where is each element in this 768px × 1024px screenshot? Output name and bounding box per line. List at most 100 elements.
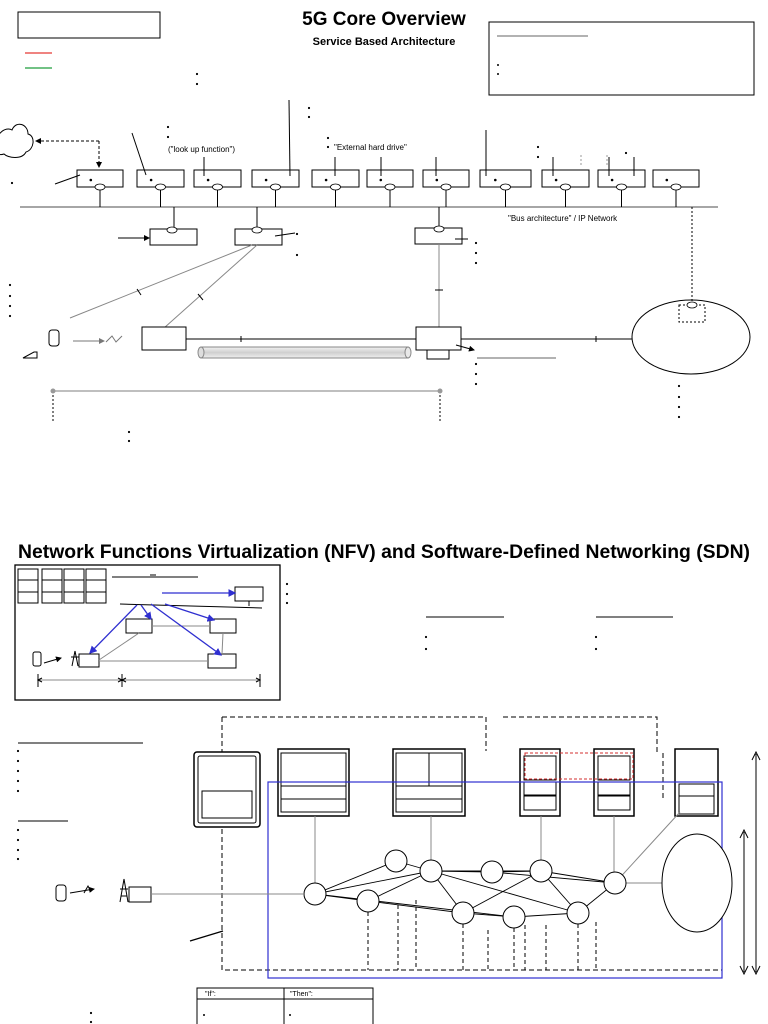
inset-server-rack: [41, 568, 63, 604]
dn-ellipse: [661, 833, 733, 933]
mesh-link: [367, 870, 432, 902]
bullet-dot: [677, 405, 681, 409]
control-plane-links: [69, 244, 440, 329]
inset-server-rack: [85, 568, 107, 604]
mesh-link: [430, 870, 579, 914]
section-nfv-sdn: Network Functions Virtualization (NFV) a…: [14, 541, 761, 1024]
upf-box: [415, 326, 462, 351]
page-subtitle: Service Based Architecture: [313, 36, 456, 48]
bullet-dot: [307, 106, 311, 110]
network-function-box: [422, 169, 470, 207]
bullet-dot: [285, 592, 289, 596]
bullet-dot: [16, 779, 20, 783]
inset-diagram: [14, 564, 281, 701]
bullet-dot: [8, 283, 12, 287]
uplink: [614, 811, 681, 884]
bullet-dot: [16, 749, 20, 753]
bullet-dot: [8, 304, 12, 308]
bullet-dot: [195, 82, 199, 86]
mesh-link: [314, 870, 432, 895]
bullet-dot: [424, 647, 428, 651]
bullet-dot: [285, 601, 289, 605]
network-function-box: [311, 169, 360, 207]
bullet-dot: [326, 136, 330, 140]
section-5g-core: 5G Core Overview Service Based Architect…: [0, 9, 755, 1024]
lookup-function-note: ("look up function"): [168, 145, 235, 154]
bullet-dot: [285, 582, 289, 586]
router-node: [603, 871, 627, 895]
bullet-dot: [127, 430, 131, 434]
bullet-dot: [16, 828, 20, 832]
inset-server-grid: [17, 568, 107, 604]
link-ticks: [136, 288, 597, 342]
bullet-dot: [127, 439, 131, 443]
router-node: [356, 889, 380, 913]
router-mesh: [303, 811, 681, 970]
bullet-dot: [474, 382, 478, 386]
data-network-ellipse: [631, 299, 751, 375]
network-function-box: [251, 169, 300, 207]
bullet-dot: [307, 115, 311, 119]
mesh-link: [462, 870, 542, 914]
network-function-box: [76, 169, 124, 207]
user-plane: [22, 207, 751, 375]
router-node: [384, 849, 408, 873]
bullet-dot: [10, 181, 14, 185]
router-node: [566, 901, 590, 925]
inset-server-rack: [17, 568, 39, 604]
bullet-dot: [16, 759, 20, 763]
network-function-box: [597, 169, 646, 207]
network-function-box: [193, 169, 242, 207]
bullet-dot: [16, 789, 20, 793]
page-title: 5G Core Overview: [302, 9, 466, 30]
bullet-dot: [677, 415, 681, 419]
user-device-icon: [48, 329, 60, 347]
bullet-dot: [677, 384, 681, 388]
bullet-dot: [474, 362, 478, 366]
bullet-dot: [536, 145, 540, 149]
bus-architecture-note: "Bus architecture" / IP Network: [508, 214, 618, 223]
mesh-link: [314, 893, 515, 918]
if-then-table: "If": "Then":: [196, 987, 374, 1024]
bullet-dot: [195, 72, 199, 76]
bullet-dot: [8, 294, 12, 298]
external-hard-drive-note: "External hard drive": [334, 143, 407, 152]
mesh-link: [314, 860, 397, 895]
network-function-box: [479, 169, 532, 207]
second-row-functions: [118, 207, 468, 246]
bullet-dot: [166, 135, 170, 139]
top-left-label-box: [17, 11, 161, 39]
table-then-header: "Then":: [290, 991, 313, 998]
network-function-box: [136, 169, 185, 207]
bullet-dot: [89, 1011, 93, 1015]
router-node: [303, 882, 327, 906]
router-node: [419, 859, 443, 883]
bullet-dot: [16, 857, 20, 861]
inset-server-rack: [63, 568, 85, 604]
router-node: [529, 859, 553, 883]
bullet-dot: [8, 314, 12, 318]
mesh-link: [491, 871, 616, 884]
bullet-dot: [89, 1020, 93, 1024]
table-if-header: "If":: [205, 991, 216, 998]
bullet-dot: [474, 261, 478, 265]
nfv-diagram: [55, 716, 761, 979]
router-node: [502, 905, 526, 929]
bullet-dot: [677, 395, 681, 399]
bullet-marks: [8, 72, 681, 1024]
bullet-dot: [326, 145, 330, 149]
laptop-icon: [22, 351, 38, 359]
network-function-box: [366, 169, 414, 207]
tunnel-pipe: [197, 346, 412, 359]
bullet-dot: [474, 241, 478, 245]
router-node: [480, 860, 504, 884]
gnb-box: [141, 326, 187, 351]
network-function-box: [652, 169, 700, 207]
bullet-dot: [474, 251, 478, 255]
dimension-marker: [50, 388, 443, 422]
bullet-dot: [295, 253, 299, 257]
bullet-dot: [594, 647, 598, 651]
bullet-dot: [16, 769, 20, 773]
bullet-dot: [624, 151, 628, 155]
